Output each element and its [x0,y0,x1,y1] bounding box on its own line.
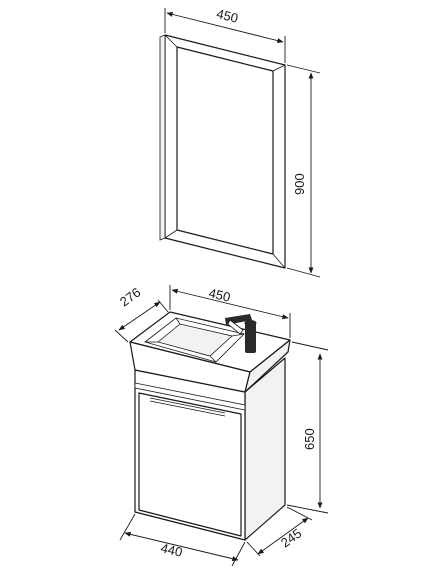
mirror [159,34,286,269]
basin-side-edge [244,339,291,393]
faucet-body [245,323,256,353]
washbasin [129,311,291,393]
mirror-frame-edge [159,34,166,241]
sink-width-dimension: 450 [169,285,291,338]
cabinet-door [138,392,242,537]
cabinet-height-label: 650 [302,428,317,450]
sink-depth-label: 276 [117,285,143,310]
cabinet-width-label: 440 [159,540,184,559]
mirror-glass [176,46,274,255]
cabinet-top-rail [134,382,246,411]
faucet-spout [227,319,244,335]
mirror-height-dimension: 900 [286,64,321,278]
cabinet-height-dimension: 650 [286,341,329,514]
cabinet-width-dimension: 440 [119,513,246,567]
door-handle-groove [149,397,226,414]
sink-width-label: 450 [207,285,232,304]
mirror-width-dimension: 450 [164,6,286,63]
mirror-height-label: 900 [292,173,307,195]
cabinet [134,357,286,541]
cabinet-depth-label: 245 [278,526,304,551]
mirror-width-label: 450 [215,6,240,26]
